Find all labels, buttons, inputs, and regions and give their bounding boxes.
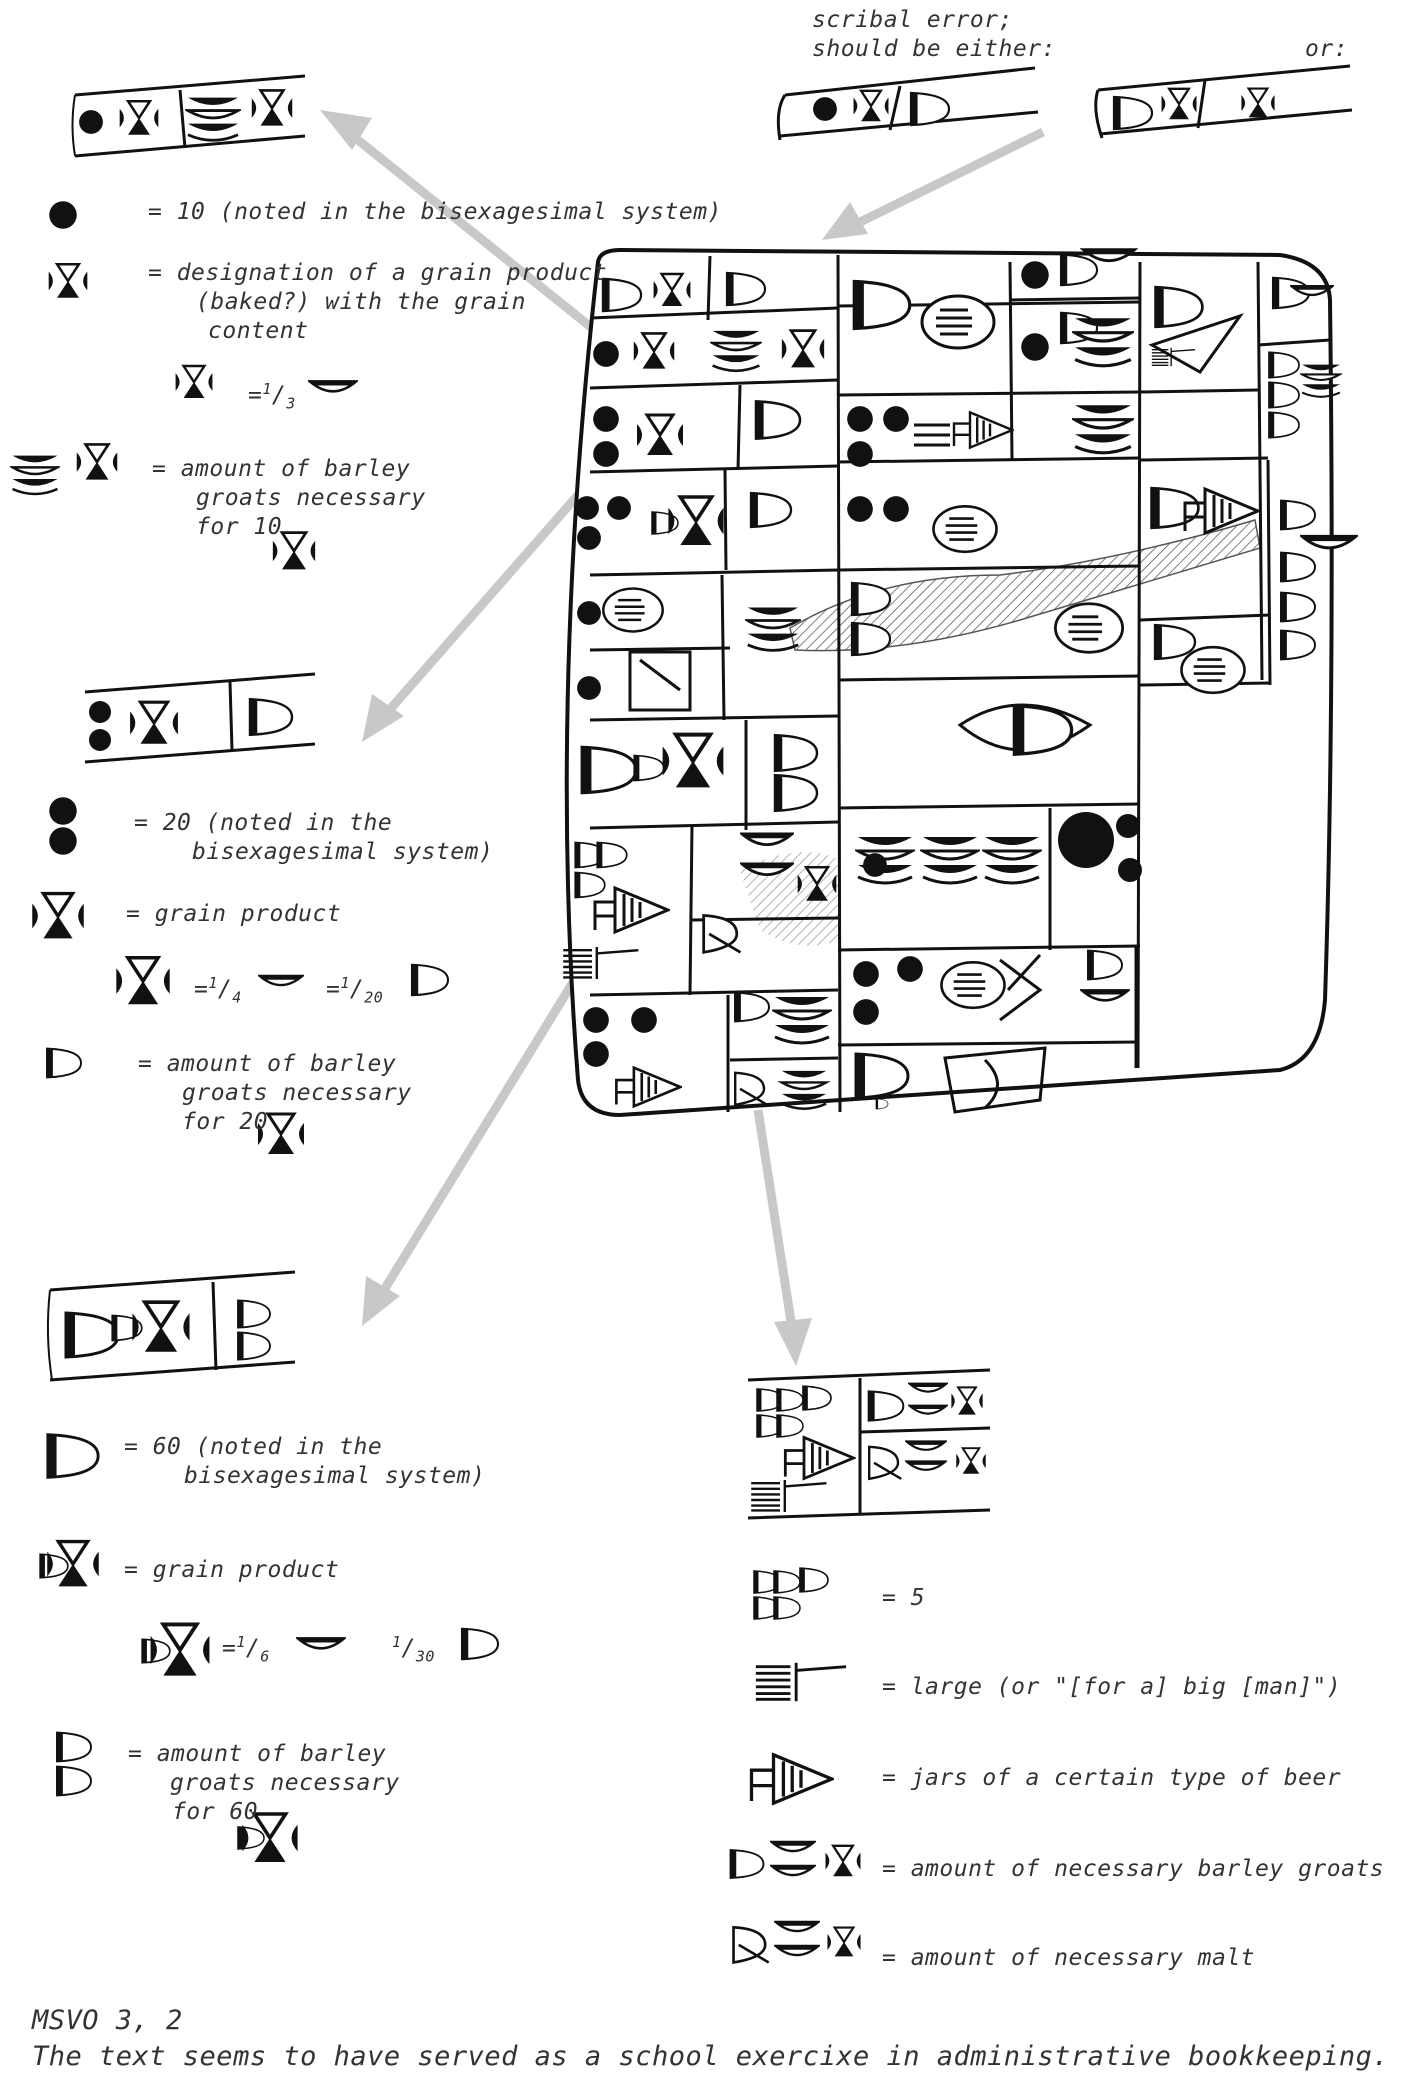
gloss-10-designation-line-3: content bbox=[208, 318, 309, 344]
gloss-10-amount-line-3: for 10 bbox=[196, 514, 283, 540]
or-label: or: bbox=[1305, 36, 1349, 62]
gloss-10-designation-line-2: (baked?) with the grain bbox=[196, 289, 526, 315]
gloss-60-ratio-1: =1/6 bbox=[222, 1633, 270, 1666]
gloss-60-amount-line-1: = amount of barley bbox=[128, 1741, 387, 1767]
gloss-10-numeral: = 10 (noted in the bisexagesimal system) bbox=[148, 199, 722, 225]
scribal-error-label-2: should be either: bbox=[812, 36, 1056, 62]
gloss-20-numeral-line-1: = 20 (noted in the bbox=[134, 810, 393, 836]
gloss-10-amount-line-1: = amount of barley bbox=[152, 456, 411, 482]
gloss-20-amount-line-2: groats necessary bbox=[182, 1080, 412, 1106]
gloss-60-amount-line-3: for 60 bbox=[172, 1799, 259, 1825]
gloss-20-ratio-1: =1/4 bbox=[194, 974, 242, 1007]
gloss-beer-large: = large (or "[for a] big [man]") bbox=[882, 1674, 1342, 1700]
gloss-20-amount-line-1: = amount of barley bbox=[138, 1051, 397, 1077]
sign-box-20 bbox=[84, 672, 316, 764]
gloss-beer-jars: = jars of a certain type of beer bbox=[882, 1765, 1342, 1791]
gloss-60-ratio-2: 1/30 bbox=[392, 1633, 435, 1666]
gloss-beer-malt: = amount of necessary malt bbox=[882, 1945, 1256, 1971]
sign-box-10 bbox=[71, 74, 306, 158]
sign-box-beer bbox=[747, 1368, 991, 1520]
gloss-60-numeral-line-1: = 60 (noted in the bbox=[124, 1434, 383, 1460]
gloss-10-amount-line-2: groats necessary bbox=[196, 485, 426, 511]
scribal-error-box-1 bbox=[776, 66, 1039, 141]
gloss-10-ratio: =1/3 bbox=[248, 380, 296, 413]
gloss-20-ratio-2: =1/20 bbox=[326, 974, 384, 1007]
scribal-error-box-2 bbox=[1094, 64, 1353, 139]
clay-tablet bbox=[561, 247, 1358, 1118]
gloss-beer-five: = 5 bbox=[882, 1585, 926, 1611]
gloss-20-amount-line-3: for 20 bbox=[182, 1109, 269, 1135]
gloss-10-designation-line-1: = designation of a grain product bbox=[148, 260, 608, 286]
gloss-60-numeral-line-2: bisexagesimal system) bbox=[184, 1463, 486, 1489]
footer-note: The text seems to have served as a schoo… bbox=[32, 2041, 1390, 2072]
gloss-20-grain: = grain product bbox=[126, 901, 342, 927]
scribal-error-label-1: scribal error; bbox=[812, 7, 1013, 33]
gloss-beer-groats: = amount of necessary barley groats bbox=[882, 1856, 1385, 1882]
gloss-60-grain: = grain product bbox=[124, 1557, 340, 1583]
catalog-number: MSVO 3, 2 bbox=[32, 2005, 183, 2036]
sign-box-60 bbox=[46, 1270, 296, 1382]
gloss-20-numeral-line-2: bisexagesimal system) bbox=[192, 839, 494, 865]
gloss-60-amount-line-2: groats necessary bbox=[170, 1770, 400, 1796]
